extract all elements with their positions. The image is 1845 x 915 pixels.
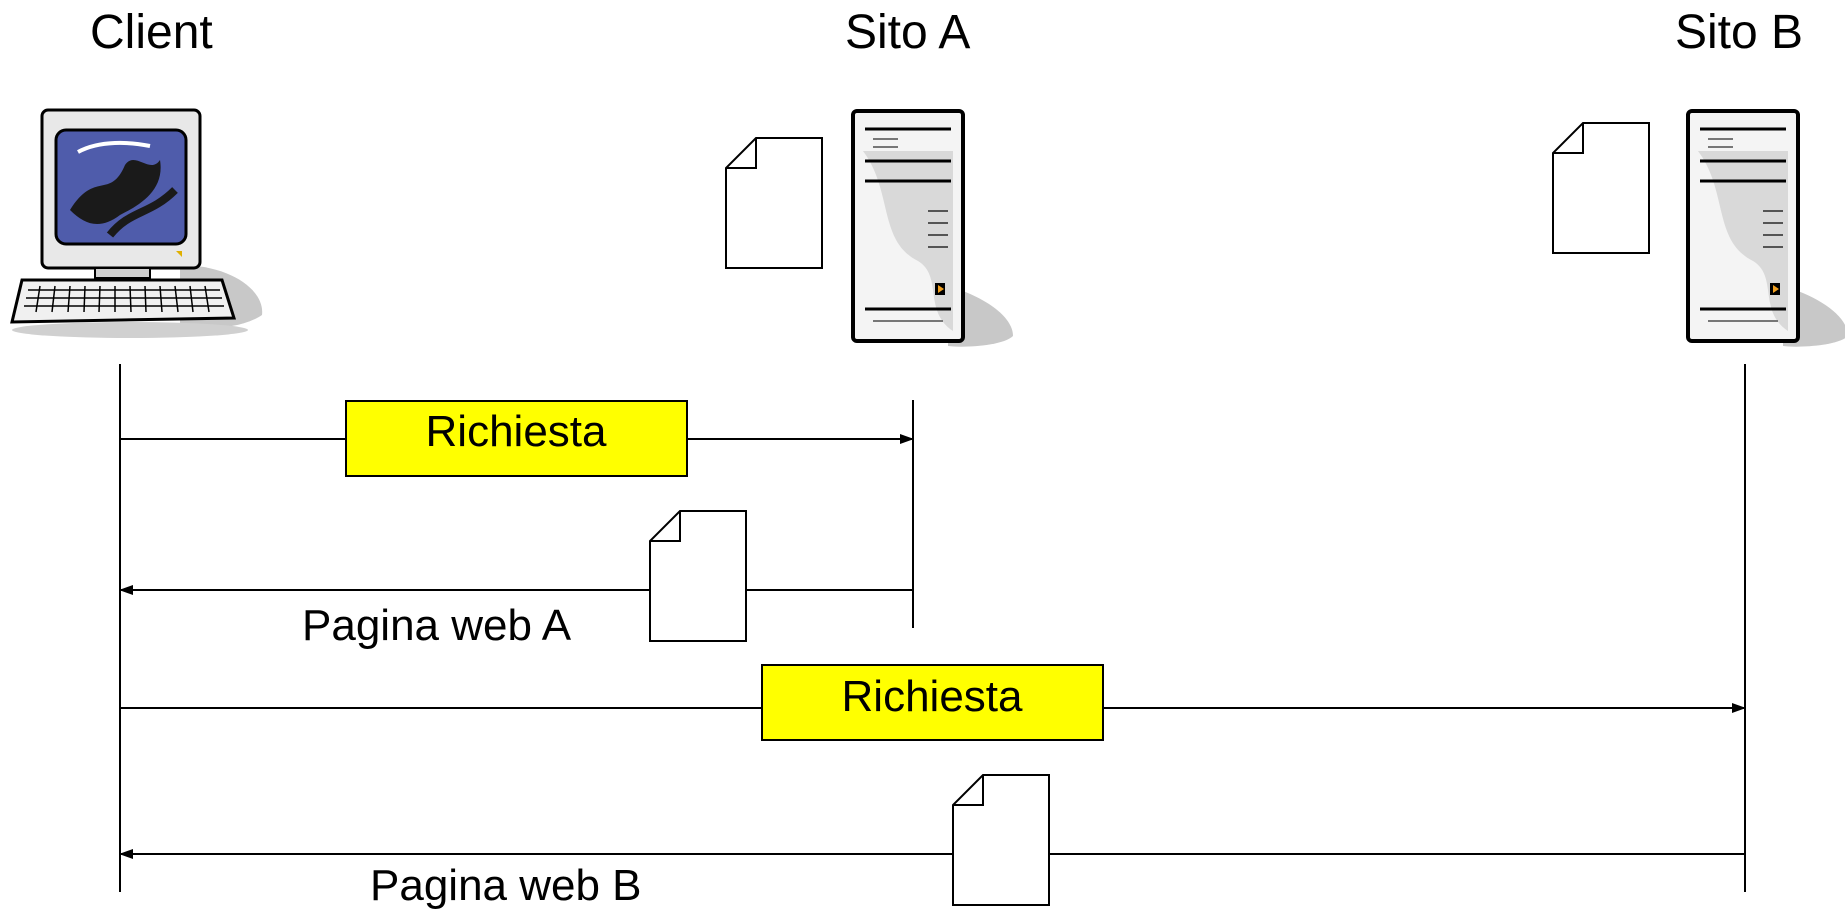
request-a-label: Richiesta	[426, 407, 607, 456]
request-b-label: Richiesta	[842, 672, 1023, 721]
document-icon	[725, 137, 823, 269]
actor-site-a-label: Sito A	[845, 6, 970, 59]
document-icon	[952, 774, 1050, 906]
actor-site-b-label: Sito B	[1675, 6, 1803, 59]
document-icon	[649, 510, 747, 642]
server-tower-icon	[1686, 109, 1845, 349]
server-tower-icon	[851, 109, 1015, 349]
request-b-box	[761, 664, 1104, 741]
actor-client-label: Client	[90, 6, 213, 59]
response-a-label: Pagina web A	[302, 601, 572, 650]
request-a-box	[345, 400, 688, 477]
response-b-label: Pagina web B	[370, 861, 642, 910]
desktop-computer-icon	[10, 108, 263, 338]
document-icon	[1552, 122, 1650, 254]
